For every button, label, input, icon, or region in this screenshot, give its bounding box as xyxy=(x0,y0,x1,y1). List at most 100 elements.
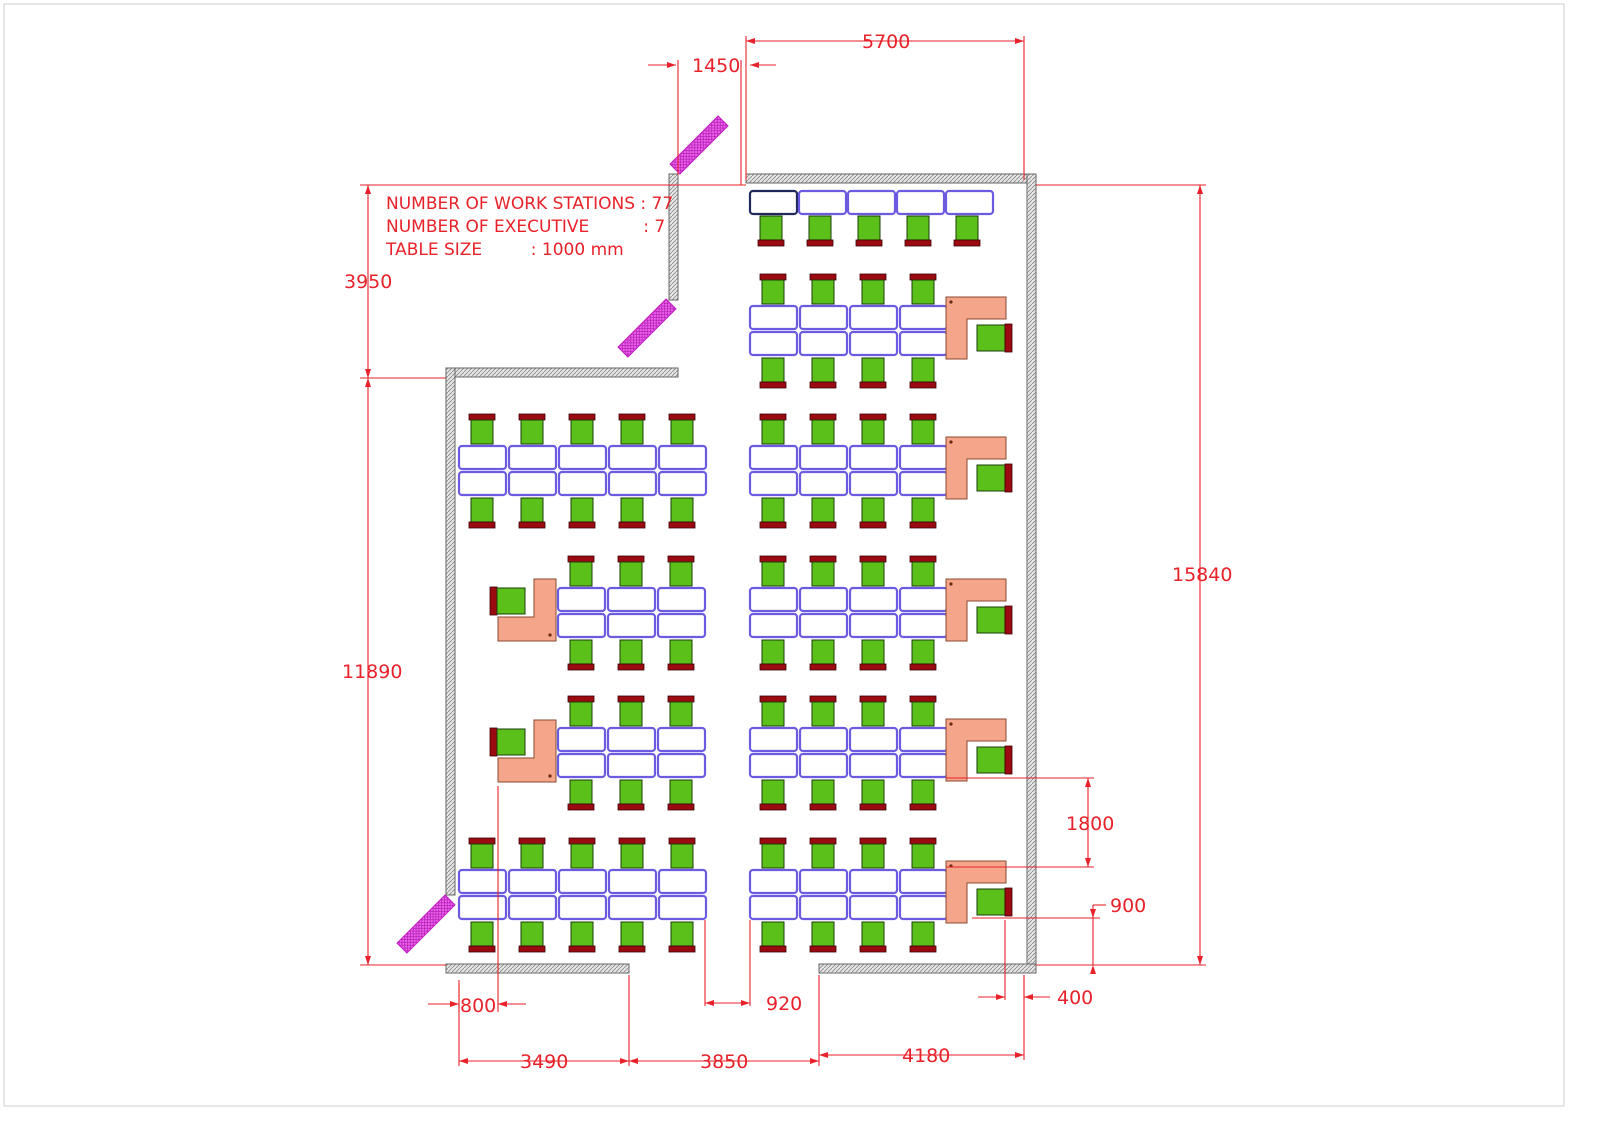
chair-seat xyxy=(911,921,935,947)
wall-bottom-right xyxy=(818,963,1037,974)
dimension-labels: 5700 1450 3950 11890 15840 1800 900 800 … xyxy=(342,31,1232,1073)
chair xyxy=(667,779,695,811)
chair xyxy=(904,215,932,247)
chair-back xyxy=(617,555,645,563)
chair-back xyxy=(859,945,887,953)
chair-seat xyxy=(761,639,785,665)
dim-label-920: 920 xyxy=(766,993,802,1015)
chair-seat xyxy=(470,921,494,947)
chair-seat xyxy=(761,357,785,383)
chair xyxy=(468,413,496,445)
chair-back xyxy=(667,695,695,703)
chair xyxy=(568,837,596,869)
executive-desk xyxy=(945,578,1007,642)
workstation-desk xyxy=(798,304,849,331)
chair-back xyxy=(909,837,937,845)
chair-back xyxy=(859,413,887,421)
chair-back xyxy=(859,663,887,671)
chair-back xyxy=(904,239,932,247)
workstation-desk xyxy=(556,752,607,779)
workstation-desk xyxy=(657,470,708,497)
executive-desk-top xyxy=(945,578,1007,642)
note-table-size: TABLE SIZE : 1000 mm xyxy=(385,240,624,260)
chair-back xyxy=(468,413,496,421)
chair-back xyxy=(809,803,837,811)
chair-seat xyxy=(911,639,935,665)
chair-back xyxy=(667,555,695,563)
chair-back xyxy=(759,837,787,845)
chair-back xyxy=(668,521,696,529)
workstation-desk xyxy=(848,612,899,639)
chair-back xyxy=(1004,463,1013,493)
chair xyxy=(568,497,596,529)
dim-label-3490: 3490 xyxy=(520,1051,568,1073)
chair-back xyxy=(909,555,937,563)
chair-seat xyxy=(470,497,494,523)
chair-seat xyxy=(669,639,693,665)
chair-seat xyxy=(520,419,544,445)
dimension-arrow xyxy=(810,1058,819,1064)
wall-bottom-left xyxy=(445,963,630,974)
chair-back xyxy=(859,381,887,389)
chair-seat xyxy=(669,779,693,805)
workstation-desk xyxy=(507,470,558,497)
chair-seat xyxy=(911,357,935,383)
workstation-desk xyxy=(656,586,707,613)
chair-back xyxy=(759,945,787,953)
chair-seat xyxy=(570,497,594,523)
chair-back xyxy=(759,273,787,281)
workstation-desk xyxy=(798,894,849,921)
chair-seat xyxy=(569,701,593,727)
executive-desk-top xyxy=(945,860,1007,924)
chair xyxy=(617,779,645,811)
chair xyxy=(859,497,887,529)
executive-desk-top xyxy=(945,296,1007,360)
dim-label-800: 800 xyxy=(460,995,496,1017)
workstation-desk xyxy=(848,444,899,471)
workstation-desk xyxy=(748,868,799,895)
chair-seat xyxy=(669,701,693,727)
chair-back xyxy=(567,803,595,811)
chair xyxy=(567,779,595,811)
dimension-arrow xyxy=(620,1058,629,1064)
chair xyxy=(759,639,787,671)
chair xyxy=(518,837,546,869)
chair-back xyxy=(759,803,787,811)
chair-seat xyxy=(670,497,694,523)
executive-desk-top xyxy=(497,719,557,783)
desk-grommet xyxy=(548,633,552,637)
dimension-arrow xyxy=(746,38,755,44)
chair-seat xyxy=(811,357,835,383)
chair xyxy=(809,695,837,727)
workstation-desk xyxy=(798,612,849,639)
chair-back xyxy=(568,837,596,845)
chair-seat xyxy=(619,779,643,805)
executive-desk-top xyxy=(945,718,1007,782)
chair-seat xyxy=(976,746,1006,774)
workstation-desk xyxy=(848,752,899,779)
chair xyxy=(668,921,696,953)
executive-chair xyxy=(489,586,526,616)
chair-seat xyxy=(620,921,644,947)
chair-seat xyxy=(861,779,885,805)
door-middle xyxy=(617,298,677,358)
workstation-desk xyxy=(748,189,799,216)
workstation-desk xyxy=(748,894,799,921)
workstation-desk xyxy=(846,189,897,216)
chair xyxy=(668,413,696,445)
executive-chair xyxy=(976,463,1013,493)
chair-back xyxy=(859,273,887,281)
wall-left xyxy=(445,367,456,896)
dim-label-left-lower: 11890 xyxy=(342,661,402,683)
workstation-desk xyxy=(606,726,657,753)
executive-chair xyxy=(976,745,1013,775)
chair xyxy=(809,413,837,445)
executive-desk-top xyxy=(497,578,557,642)
chair-back xyxy=(809,381,837,389)
chair-seat xyxy=(861,701,885,727)
chair-back xyxy=(668,413,696,421)
workstation-desk xyxy=(798,586,849,613)
chair-back xyxy=(757,239,785,247)
chair-seat xyxy=(861,639,885,665)
dimension-arrow xyxy=(1085,778,1091,787)
